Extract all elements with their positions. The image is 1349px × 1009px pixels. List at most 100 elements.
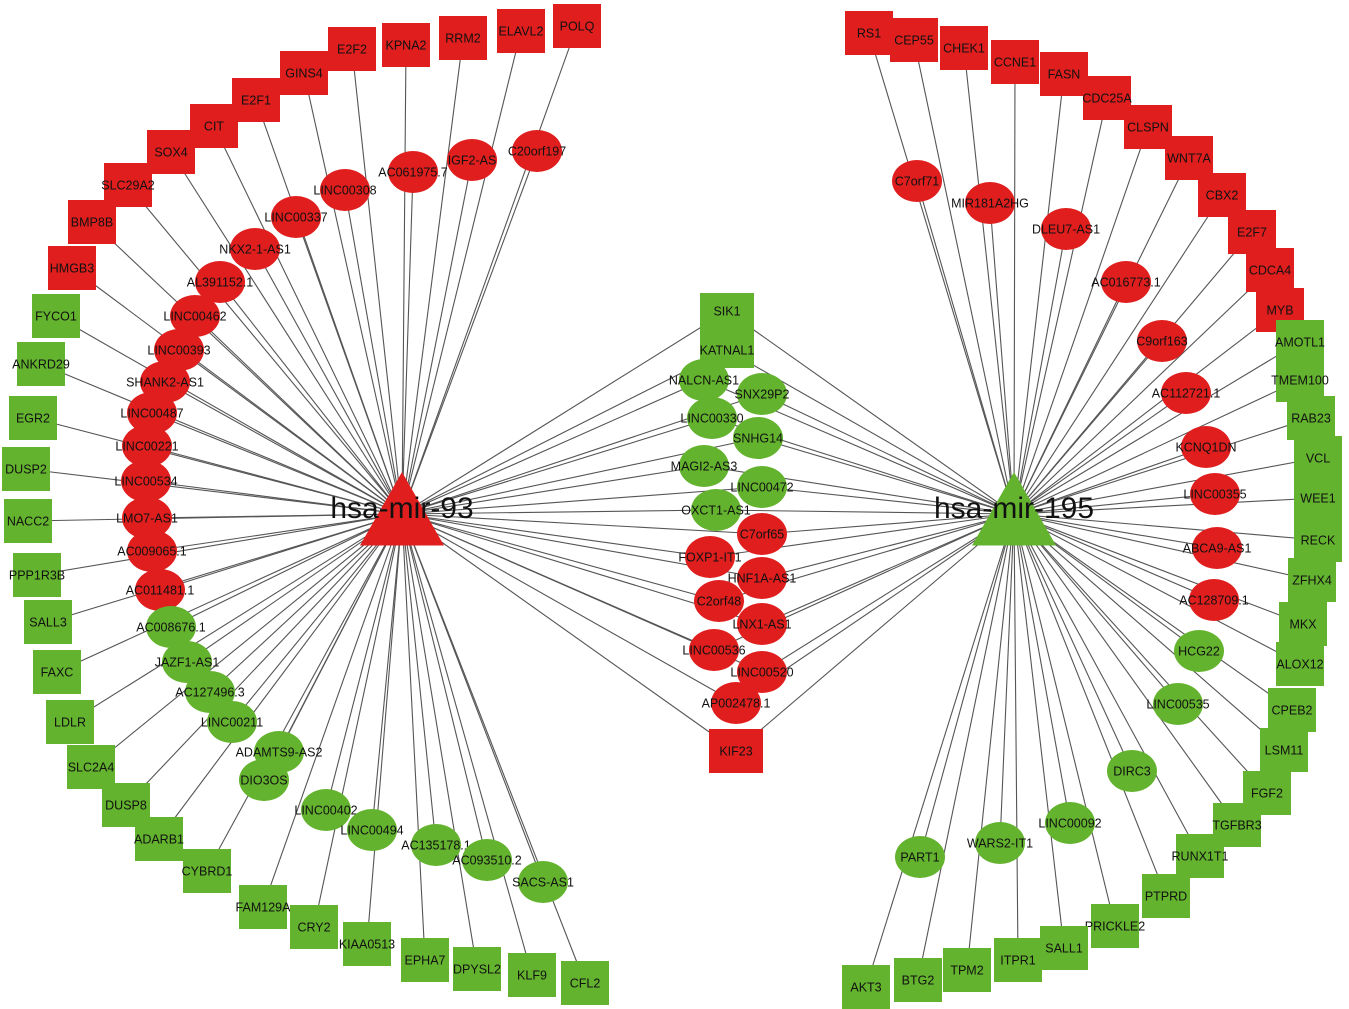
node-rab23[interactable]: RAB23 — [1287, 396, 1335, 440]
node-rrm2[interactable]: RRM2 — [439, 16, 487, 60]
node-mir181a2hg[interactable]: MIR181A2HG — [951, 182, 1029, 224]
node-c7orf71[interactable]: C7orf71 — [892, 160, 942, 202]
node-linc00520[interactable]: LINC00520 — [730, 651, 794, 693]
node-linc00462[interactable]: LINC00462 — [163, 295, 227, 337]
node-ac128709-1[interactable]: AC128709.1 — [1179, 579, 1249, 621]
node-kpna2[interactable]: KPNA2 — [382, 23, 430, 67]
node-hcg22[interactable]: HCG22 — [1174, 630, 1224, 672]
node-ac093510-2[interactable]: AC093510.2 — [452, 839, 522, 881]
node-linc00211[interactable]: LINC00211 — [201, 701, 263, 743]
node-itpr1[interactable]: ITPR1 — [994, 938, 1042, 982]
node-mkx[interactable]: MKX — [1279, 602, 1327, 646]
node-oxct1-as1[interactable]: OXCT1-AS1 — [681, 489, 751, 531]
node-ac009065-1[interactable]: AC009065.1 — [117, 530, 187, 572]
node-ptprd[interactable]: PTPRD — [1142, 874, 1190, 918]
node-cep55[interactable]: CEP55 — [890, 18, 938, 62]
node-e2f1[interactable]: E2F1 — [232, 78, 280, 122]
node-ac135178-1[interactable]: AC135178.1 — [401, 824, 471, 866]
node-linc00355[interactable]: LINC00355 — [1183, 473, 1247, 515]
node-cdca4[interactable]: CDCA4 — [1246, 248, 1294, 292]
node-linc00092[interactable]: LINC00092 — [1038, 802, 1102, 844]
node-linc00330[interactable]: LINC00330 — [680, 397, 744, 439]
node-nacc2[interactable]: NACC2 — [4, 499, 52, 543]
node-linc00221[interactable]: LINC00221 — [115, 425, 179, 467]
node-hnf1a-as1[interactable]: HNF1A-AS1 — [728, 557, 797, 599]
node-e2f2[interactable]: E2F2 — [328, 27, 376, 71]
node-cdc25a[interactable]: CDC25A — [1082, 76, 1132, 120]
node-tmem100[interactable]: TMEM100 — [1271, 358, 1329, 402]
node-ldlr[interactable]: LDLR — [46, 700, 94, 744]
node-prickle2[interactable]: PRICKLE2 — [1085, 904, 1145, 948]
node-fyco1[interactable]: FYCO1 — [32, 294, 80, 338]
node-ankrd29[interactable]: ANKRD29 — [12, 342, 70, 386]
node-lsm11[interactable]: LSM11 — [1260, 728, 1308, 772]
node-ac011481-1[interactable]: AC011481.1 — [126, 569, 195, 611]
node-sall3[interactable]: SALL3 — [24, 600, 72, 644]
node-ac112721-1[interactable]: AC112721.1 — [1152, 372, 1221, 414]
node-part1[interactable]: PART1 — [895, 836, 945, 878]
node-linc00535[interactable]: LINC00535 — [1146, 683, 1210, 725]
node-cit[interactable]: CIT — [190, 104, 238, 148]
node-epha7[interactable]: EPHA7 — [401, 938, 449, 982]
node-ac127496-3[interactable]: AC127496.3 — [175, 671, 245, 713]
node-nalcn-as1[interactable]: NALCN-AS1 — [669, 359, 739, 401]
node-linc00402[interactable]: LINC00402 — [294, 789, 358, 831]
node-hmgb3[interactable]: HMGB3 — [48, 246, 96, 290]
node-foxp1-it1[interactable]: FOXP1-IT1 — [678, 536, 742, 578]
node-linc00487[interactable]: LINC00487 — [120, 392, 184, 434]
node-e2f7[interactable]: E2F7 — [1228, 210, 1276, 254]
node-chek1[interactable]: CHEK1 — [940, 26, 988, 70]
node-linc00308[interactable]: LINC00308 — [313, 169, 377, 211]
node-cfl2[interactable]: CFL2 — [561, 961, 609, 1005]
node-egr2[interactable]: EGR2 — [9, 396, 57, 440]
node-slc29a2[interactable]: SLC29A2 — [101, 163, 155, 207]
node-clspn[interactable]: CLSPN — [1124, 105, 1172, 149]
node-sall1[interactable]: SALL1 — [1040, 926, 1088, 970]
node-igf2-as[interactable]: IGF2-AS — [447, 139, 497, 181]
node-gins4[interactable]: GINS4 — [280, 51, 328, 95]
node-dusp2[interactable]: DUSP2 — [2, 447, 50, 491]
node-adarb1[interactable]: ADARB1 — [134, 817, 184, 861]
node-ppp1r3b[interactable]: PPP1R3B — [9, 553, 65, 597]
node-linc00393[interactable]: LINC00393 — [147, 329, 211, 371]
node-tpm2[interactable]: TPM2 — [943, 948, 991, 992]
node-rs1[interactable]: RS1 — [845, 11, 893, 55]
node-dirc3[interactable]: DIRC3 — [1107, 750, 1157, 792]
node-c2orf48[interactable]: C2orf48 — [694, 580, 744, 622]
hub-hsa-mir-195[interactable]: hsa-mir-195 — [934, 472, 1094, 546]
node-fasn[interactable]: FASN — [1040, 52, 1088, 96]
node-amotl1[interactable]: AMOTL1 — [1275, 320, 1325, 364]
node-slc2a4[interactable]: SLC2A4 — [67, 745, 115, 789]
node-dleu7-as1[interactable]: DLEU7-AS1 — [1032, 208, 1100, 250]
node-linc00337[interactable]: LINC00337 — [264, 196, 328, 238]
node-ap002478-1[interactable]: AP002478.1 — [702, 682, 771, 724]
node-linc00494[interactable]: LINC00494 — [340, 809, 404, 851]
node-bmp8b[interactable]: BMP8B — [68, 200, 116, 244]
node-reck[interactable]: RECK — [1294, 518, 1342, 562]
node-c7orf65[interactable]: C7orf65 — [737, 513, 787, 555]
node-vcl[interactable]: VCL — [1294, 436, 1342, 480]
node-lmo7-as1[interactable]: LMO7-AS1 — [116, 497, 178, 539]
node-snhg14[interactable]: SNHG14 — [733, 417, 783, 459]
node-cry2[interactable]: CRY2 — [290, 905, 338, 949]
node-wars2-it1[interactable]: WARS2-IT1 — [967, 822, 1033, 864]
node-fam129a[interactable]: FAM129A — [236, 885, 292, 929]
node-c20orf197[interactable]: C20orf197 — [508, 130, 566, 172]
node-dio3os[interactable]: DIO3OS — [239, 759, 289, 801]
node-ac061975-7[interactable]: AC061975.7 — [378, 151, 448, 193]
node-btg2[interactable]: BTG2 — [894, 958, 942, 1002]
node-sacs-as1[interactable]: SACS-AS1 — [512, 861, 574, 903]
node-polq[interactable]: POLQ — [553, 4, 601, 48]
node-jazf1-as1[interactable]: JAZF1-AS1 — [155, 641, 220, 683]
node-ac016773-1[interactable]: AC016773.1 — [1091, 261, 1161, 303]
node-magi2-as3[interactable]: MAGI2-AS3 — [671, 445, 738, 487]
node-alox12[interactable]: ALOX12 — [1276, 642, 1324, 686]
node-sox4[interactable]: SOX4 — [147, 130, 195, 174]
node-zfhx4[interactable]: ZFHX4 — [1288, 558, 1336, 602]
node-ccne1[interactable]: CCNE1 — [991, 40, 1039, 84]
node-akt3[interactable]: AKT3 — [842, 965, 890, 1009]
node-dpysl2[interactable]: DPYSL2 — [453, 947, 501, 991]
node-faxc[interactable]: FAXC — [33, 650, 81, 694]
node-kcnq1dn[interactable]: KCNQ1DN — [1175, 426, 1237, 468]
node-kif23[interactable]: KIF23 — [709, 729, 763, 773]
